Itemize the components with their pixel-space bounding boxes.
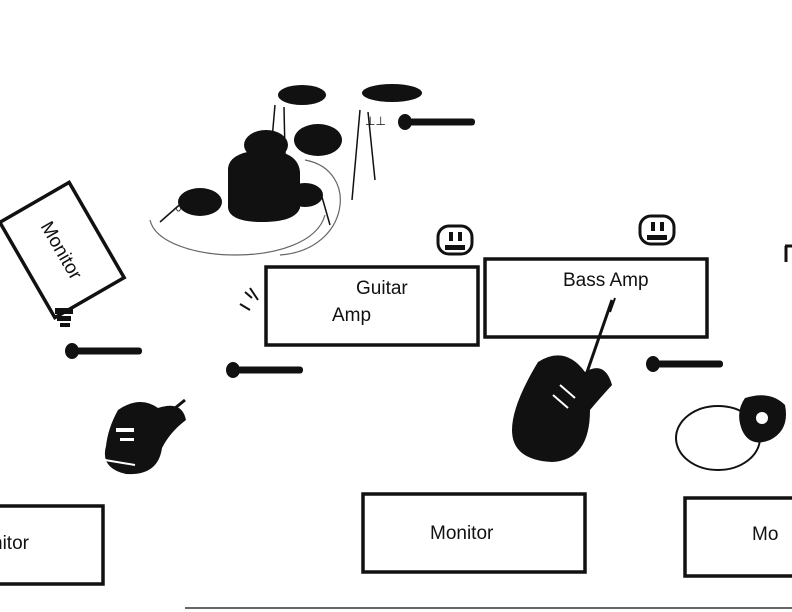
monitor-left: Monitor [0, 179, 127, 321]
power-outlet-icon [436, 224, 474, 256]
guitar-amp-label-1: Guitar [356, 278, 408, 299]
microphone-icon [65, 343, 142, 359]
svg-text:〰: 〰 [175, 202, 189, 218]
electric-guitar-icon [55, 308, 73, 327]
microphone-icon [226, 362, 303, 378]
microphone-icon [398, 114, 475, 130]
bass-amp-label: Bass Amp [563, 270, 649, 291]
drum-kit-icon: 〰 ⊥⊥ [149, 84, 422, 256]
monitor-bottom-right: Mo [683, 496, 792, 578]
monitor-bottom-left: nitor [0, 504, 105, 586]
guitar-amp-label-2: Amp [332, 305, 371, 326]
guitar-amp: Guitar Amp [264, 265, 480, 347]
monitor-bottom-center: Monitor [361, 492, 587, 574]
right-edge-box [784, 244, 792, 262]
bass-amp: Bass Amp [483, 257, 709, 339]
acoustic-guitar-icon [675, 395, 786, 471]
bass-guitar-icon [512, 297, 616, 462]
electric-guitar-icon [104, 287, 259, 475]
microphone-icon [646, 356, 723, 372]
power-outlet-icon [638, 214, 676, 246]
monitor-bottom-center-label: Monitor [430, 523, 494, 544]
svg-text:⊥⊥: ⊥⊥ [365, 114, 386, 128]
monitor-bottom-right-label: Mo [752, 524, 778, 545]
monitor-bottom-left-label: nitor [0, 533, 30, 554]
